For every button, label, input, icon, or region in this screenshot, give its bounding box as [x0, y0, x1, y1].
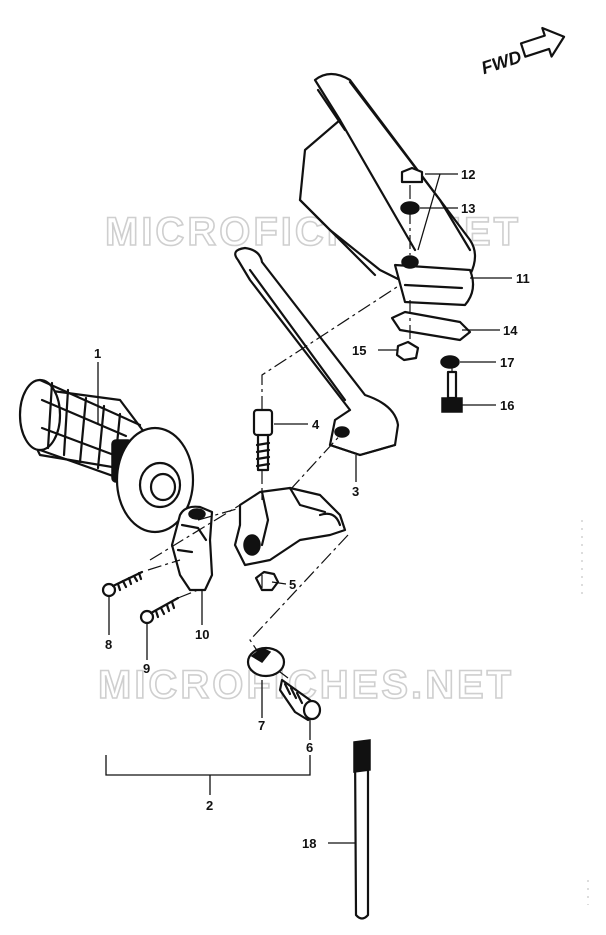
- pivot-bolt-part: [252, 408, 274, 472]
- callout-10: 10: [195, 627, 209, 642]
- assembly-center-lines: [147, 185, 453, 679]
- fwd-arrow-icon: [519, 26, 566, 58]
- forward-direction-indicator: FWD: [479, 26, 566, 79]
- lock-washer-part: [440, 355, 460, 369]
- nut-part: [254, 570, 280, 592]
- clamp-screw-part: [101, 570, 144, 598]
- hand-guard-part: [298, 72, 477, 307]
- callout-labels: 1 2 3 4 5 6 7 8 9 10 11 12 13 14 15 16 1…: [94, 167, 530, 851]
- cable-adjuster-part: [278, 678, 322, 722]
- assembly-group-bracket: [105, 755, 311, 776]
- callout-11: 11: [516, 271, 530, 286]
- guard-bolt-part: [400, 166, 424, 184]
- callout-4: 4: [312, 417, 320, 432]
- fwd-label: FWD: [479, 47, 524, 79]
- callout-6: 6: [306, 740, 313, 755]
- clutch-lever-part: [234, 246, 400, 457]
- mount-plate-part: [390, 310, 472, 342]
- cable-adjuster-cover-part: [246, 646, 286, 678]
- callout-1: 1: [94, 346, 101, 361]
- callout-17: 17: [500, 355, 514, 370]
- callout-12: 12: [461, 167, 475, 182]
- callout-9: 9: [143, 661, 150, 676]
- callout-14: 14: [503, 323, 518, 338]
- callout-15: 15: [352, 343, 366, 358]
- callout-5: 5: [289, 577, 296, 592]
- lever-holder-part: [233, 486, 347, 567]
- callout-2: 2: [206, 798, 213, 813]
- callout-8: 8: [105, 637, 112, 652]
- callout-13: 13: [461, 201, 475, 216]
- grip-part: [18, 378, 195, 534]
- plate-bolt-part: [441, 370, 463, 413]
- clamp-screw-part-2: [139, 596, 180, 625]
- plate-nut-part: [395, 340, 420, 362]
- leader-lines: [97, 173, 512, 844]
- holder-clamp-part: [170, 505, 214, 592]
- callout-3: 3: [352, 484, 359, 499]
- callout-18: 18: [302, 836, 316, 851]
- cable-tie-part: [353, 739, 371, 920]
- callout-7: 7: [258, 718, 265, 733]
- scan-artifact: [581, 520, 589, 905]
- callout-16: 16: [500, 398, 514, 413]
